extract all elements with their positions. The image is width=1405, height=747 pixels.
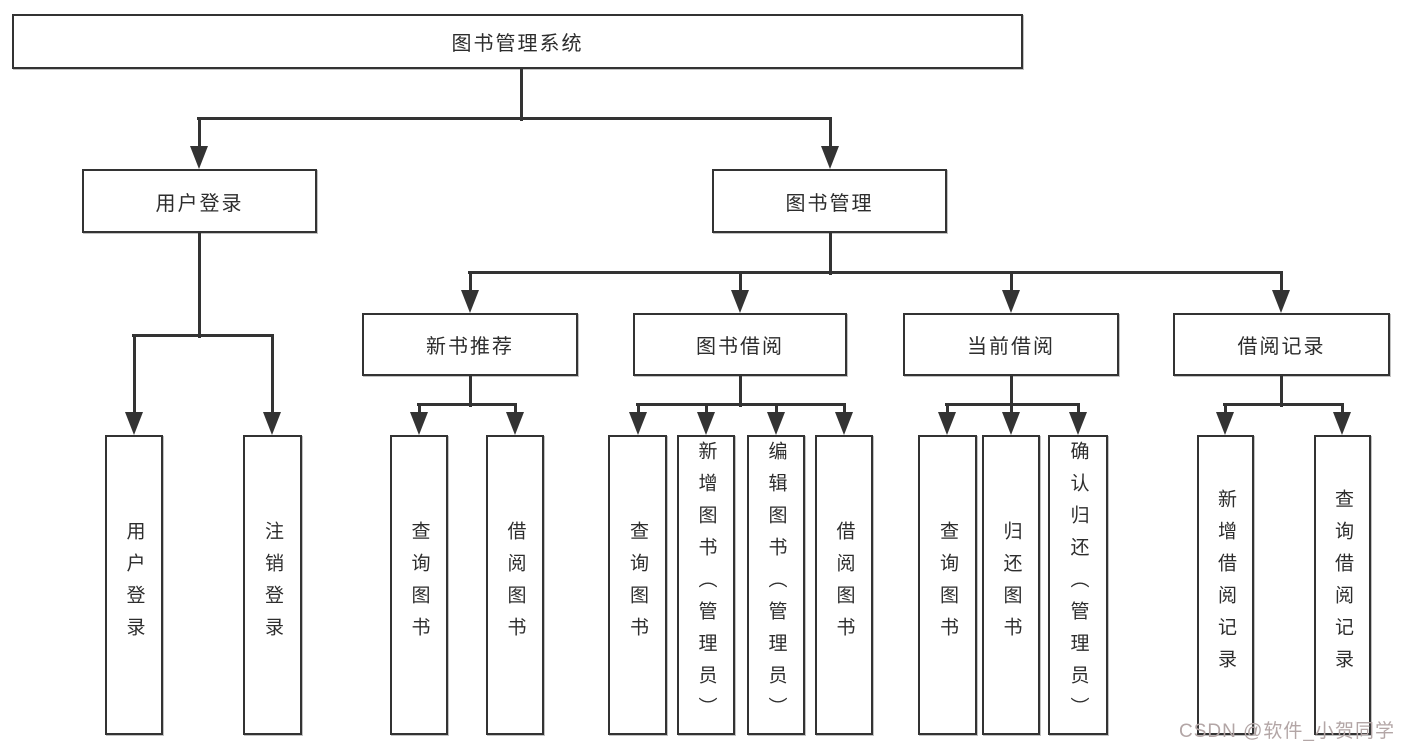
node-label: 图书借阅 (696, 336, 784, 358)
arrow-down-icon (506, 412, 524, 435)
arrow-down-icon (1272, 290, 1290, 313)
leaf-edit-books-admin: 编辑图书（管理员） (747, 435, 805, 735)
leaf-confirm-return-admin: 确认归还（管理员） (1048, 435, 1108, 735)
leaf-query-books-recommend: 查询图书 (390, 435, 448, 735)
leaf-label: 借阅图书 (833, 521, 855, 649)
arrow-down-icon (821, 146, 839, 169)
connector-line (418, 406, 421, 414)
leaf-borrow-books: 借阅图书 (815, 435, 873, 735)
connector-line (1010, 274, 1013, 292)
connector-line (1223, 403, 1344, 406)
leaf-query-books-borrow: 查询图书 (608, 435, 667, 735)
arrow-down-icon (835, 412, 853, 435)
leaf-add-borrow-record: 新增借阅记录 (1197, 435, 1254, 735)
connector-line (469, 274, 472, 292)
leaf-label: 新增借阅记录 (1215, 489, 1236, 681)
leaf-return-books: 归还图书 (982, 435, 1040, 735)
node-label: 借阅记录 (1237, 336, 1326, 358)
arrow-down-icon (1216, 412, 1234, 435)
connector-line (843, 406, 846, 414)
arrow-down-icon (1002, 412, 1020, 435)
leaf-logout: 注销登录 (243, 435, 302, 735)
watermark-text: CSDN @软件_小贺同学 (1179, 721, 1395, 742)
connector-line (829, 120, 832, 148)
leaf-borrow-books-recommend: 借阅图书 (486, 435, 544, 735)
leaf-label: 归还图书 (1000, 521, 1022, 649)
arrow-down-icon (461, 290, 479, 313)
connector-line (829, 233, 832, 275)
connector-line (636, 403, 846, 406)
connector-line (1077, 406, 1080, 414)
connector-line (198, 120, 201, 148)
node-borrowing-records: 借阅记录 (1173, 313, 1390, 376)
connector-line (469, 376, 472, 407)
leaf-query-borrow-record: 查询借阅记录 (1314, 435, 1371, 735)
leaf-query-books-current: 查询图书 (918, 435, 977, 735)
connector-line (520, 69, 523, 121)
node-book-borrowing: 图书借阅 (633, 313, 847, 376)
node-label: 当前借阅 (967, 336, 1055, 358)
arrow-down-icon (125, 412, 143, 435)
connector-line (1280, 274, 1283, 292)
connector-line (514, 406, 517, 414)
connector-line (132, 334, 274, 337)
connector-line (1341, 406, 1344, 414)
leaf-label: 借阅图书 (504, 521, 526, 649)
arrow-down-icon (697, 412, 715, 435)
arrow-down-icon (938, 412, 956, 435)
leaf-label: 用户登录 (123, 521, 145, 649)
connector-line (1280, 376, 1283, 407)
connector-line (1224, 406, 1227, 414)
connector-line (271, 337, 274, 414)
node-label: 图书管理 (785, 192, 874, 215)
connector-line (637, 406, 640, 414)
arrow-down-icon (1069, 412, 1087, 435)
node-book-management: 图书管理 (712, 169, 947, 233)
connector-line (705, 406, 708, 414)
connector-line (739, 376, 742, 407)
arrow-down-icon (1002, 290, 1020, 313)
connector-line (133, 337, 136, 414)
connector-line (198, 233, 201, 338)
arrow-down-icon (410, 412, 428, 435)
leaf-label: 确认归还（管理员） (1067, 441, 1089, 729)
node-label: 用户登录 (155, 192, 244, 215)
connector-line (197, 117, 832, 120)
node-label: 新书推荐 (426, 336, 514, 358)
connector-line (417, 403, 517, 406)
node-new-book-recommendation: 新书推荐 (362, 313, 578, 376)
leaf-user-login: 用户登录 (105, 435, 163, 735)
arrow-down-icon (190, 146, 208, 169)
arrow-down-icon (731, 290, 749, 313)
leaf-label: 查询图书 (937, 521, 958, 649)
connector-line (468, 271, 1283, 274)
connector-line (739, 274, 742, 292)
leaf-label: 查询图书 (408, 521, 430, 649)
leaf-label: 新增图书（管理员） (695, 441, 717, 729)
node-user-login: 用户登录 (82, 169, 317, 233)
connector-line (946, 406, 949, 414)
arrow-down-icon (629, 412, 647, 435)
leaf-label: 查询借阅记录 (1332, 489, 1353, 681)
node-library-management-system: 图书管理系统 (12, 14, 1023, 69)
connector-line (1010, 376, 1013, 407)
leaf-label: 查询图书 (627, 521, 648, 649)
connector-line (1010, 406, 1013, 414)
arrow-down-icon (263, 412, 281, 435)
connector-line (775, 406, 778, 414)
node-current-borrowing: 当前借阅 (903, 313, 1119, 376)
arrow-down-icon (767, 412, 785, 435)
leaf-add-books-admin: 新增图书（管理员） (677, 435, 735, 735)
arrow-down-icon (1333, 412, 1351, 435)
leaf-label: 编辑图书（管理员） (765, 441, 787, 729)
leaf-label: 注销登录 (262, 521, 283, 649)
connector-line (945, 403, 1080, 406)
node-label: 图书管理系统 (451, 33, 584, 55)
